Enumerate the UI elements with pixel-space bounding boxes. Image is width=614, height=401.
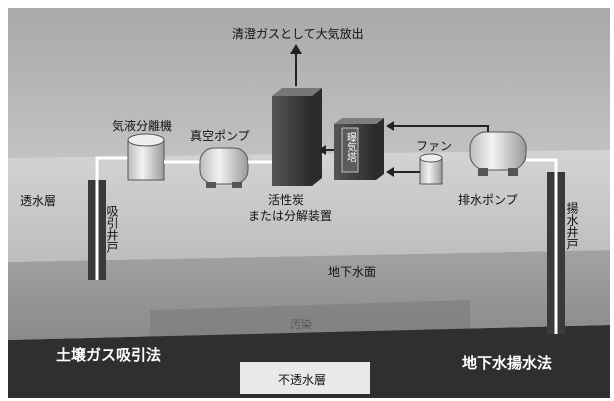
contamination-label: 汚染 — [290, 317, 312, 331]
vacuum-pump-label: 真空ポンプ — [190, 129, 250, 143]
aeration-to-carbon-arrow-head — [318, 145, 326, 155]
separator-top — [127, 133, 165, 147]
suction-well-label: 吸引井戸 — [105, 205, 119, 254]
water-table-label: 地下水面 — [328, 265, 376, 279]
fan-top — [419, 153, 443, 163]
aeration-tower-label-box — [341, 127, 359, 173]
soil-gas-method-label: 土壌ガス吸引法 — [56, 346, 161, 364]
aeration-tower-top — [334, 118, 384, 124]
separator-label: 気液分離機 — [112, 118, 172, 133]
exhaust-arrow-head — [290, 44, 302, 54]
drain-pump-label: 排水ポンプ — [458, 193, 518, 207]
pumping-well-label: 揚水井戸 — [565, 202, 579, 251]
impermeable-band-light — [240, 362, 370, 394]
permeable-layer-label: 透水層 — [20, 194, 56, 208]
drain-pump-foot-left — [478, 168, 488, 176]
drain-pump-foot-right — [508, 168, 518, 176]
drain-pump-body — [469, 131, 527, 171]
vacuum-pump-body — [199, 147, 249, 185]
impermeable-layer-label: 不透水層 — [278, 373, 326, 387]
exhaust-label: 清澄ガスとして大気放出 — [232, 26, 364, 41]
vacuum-pump-foot-right — [232, 182, 242, 188]
contamination-zone — [150, 300, 470, 338]
groundwater-method-label: 地下水揚水法 — [462, 354, 552, 372]
aeration-tower-label: 曝気塔 — [345, 132, 357, 163]
carbon-unit-top — [272, 88, 322, 96]
aeration-tower-side — [376, 118, 384, 180]
suction-pipe-to-separator — [95, 156, 128, 168]
drain-to-aeration-arrow-head — [386, 121, 394, 131]
vacuum-pump-foot-left — [206, 182, 216, 188]
impermeable-layer — [8, 325, 610, 398]
fan-label: ファン — [416, 139, 452, 153]
carbon-unit-front — [272, 96, 312, 186]
pumping-well-pipe-top — [526, 158, 558, 175]
carbon-label-line1: 活性炭 — [268, 193, 304, 207]
carbon-unit-side — [312, 88, 322, 186]
drain-to-aeration-pipe — [392, 125, 489, 132]
carbon-label-line2: または分解装置 — [248, 209, 332, 223]
fan-arrow-head — [386, 167, 394, 177]
